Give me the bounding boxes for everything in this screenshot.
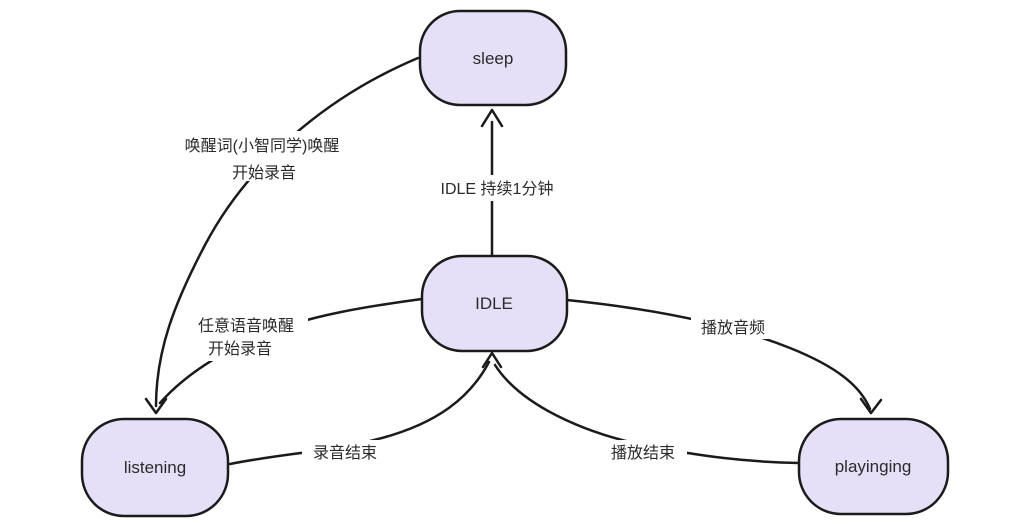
state-node-shape xyxy=(418,9,568,107)
edge-idle-to-playinging xyxy=(565,298,872,411)
state-node-shape xyxy=(797,417,950,516)
label-background xyxy=(691,315,777,339)
state-node-shape xyxy=(420,254,569,353)
edge-label-text: 录音结束 xyxy=(313,444,377,462)
edge-label-text: IDLE 持续1分钟 xyxy=(441,180,554,198)
edge-listening-to-idle xyxy=(228,360,491,466)
state-node-idle: IDLE xyxy=(420,254,569,353)
state-node-playinging: playinging xyxy=(797,417,950,516)
state-node-label: sleep xyxy=(473,49,514,68)
edge-label-any-voice: 任意语音唤醒 开始录音 xyxy=(184,312,308,361)
arrowhead-up-icon xyxy=(480,108,504,128)
arrowhead-down-icon xyxy=(859,397,883,415)
edge-label-record-end: 录音结束 xyxy=(302,440,388,464)
edge-labels: IDLE 持续1分钟 唤醒词(小智同学)唤醒 开始录音 任意语音唤醒 开始录音 … xyxy=(174,131,777,464)
edge-label-text: 唤醒词(小智同学)唤醒 xyxy=(185,137,340,155)
state-node-listening: listening xyxy=(80,417,230,518)
state-node-label: IDLE xyxy=(475,294,513,313)
edge-label-text: 任意语音唤醒 xyxy=(198,316,294,335)
edge-label-wakeword: 唤醒词(小智同学)唤醒 开始录音 xyxy=(174,131,350,182)
arrowhead-down-icon xyxy=(144,397,168,415)
label-background xyxy=(601,440,687,464)
label-background xyxy=(184,312,308,361)
edge-label-text: 开始录音 xyxy=(208,340,272,358)
edge-label-idle-duration: IDLE 持续1分钟 xyxy=(428,175,566,201)
label-background xyxy=(302,440,388,464)
arrowhead-up-icon xyxy=(481,351,503,369)
node-group: sleep IDLE listening playinging xyxy=(80,9,950,518)
edge-label-text: 开始录音 xyxy=(232,164,296,182)
edge-sleep-to-listening xyxy=(154,56,420,408)
label-background xyxy=(174,131,350,181)
edge-label-play-end: 播放结束 xyxy=(601,440,687,464)
label-background xyxy=(428,175,566,201)
state-node-label: playinging xyxy=(835,457,912,476)
state-node-label: listening xyxy=(124,458,186,477)
state-node-sleep: sleep xyxy=(418,9,568,107)
edge-label-play-audio: 播放音频 xyxy=(691,315,777,339)
edge-label-text: 播放音频 xyxy=(701,319,765,337)
edge-label-text: 播放结束 xyxy=(611,444,675,462)
state-node-shape xyxy=(80,417,230,518)
